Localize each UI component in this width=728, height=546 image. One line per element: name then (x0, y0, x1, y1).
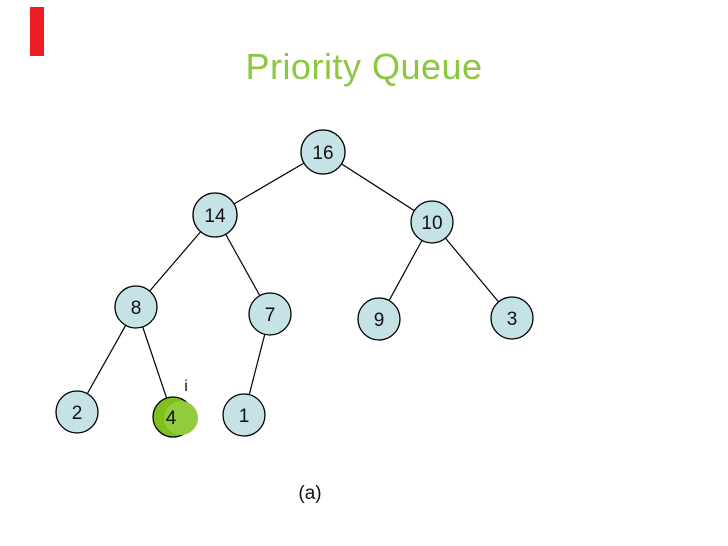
tree-node-3: 3 (490, 296, 534, 340)
tree-node-8: 8 (114, 285, 158, 329)
tree-node-2: 2 (55, 390, 99, 434)
slide-title: Priority Queue (245, 46, 483, 87)
node-value: 1 (239, 406, 250, 427)
node-value: 7 (265, 305, 276, 326)
node-circle (222, 393, 266, 437)
index-pointer-label: i (184, 378, 188, 395)
node-value: 10 (421, 213, 442, 234)
tree-node-7: 7 (248, 292, 292, 336)
node-circle (300, 129, 346, 175)
tree-node-16: 16 (300, 129, 346, 175)
tree-node-4-highlighted: 4 i (152, 378, 198, 438)
node-value: 8 (131, 298, 142, 319)
node-value: 9 (374, 310, 385, 331)
node-value: 3 (507, 309, 518, 330)
node-circle (114, 285, 158, 329)
figure-caption: (a) (298, 483, 322, 504)
node-value: 16 (312, 143, 333, 164)
node-value: 4 (166, 408, 177, 429)
tree-node-14: 14 (192, 192, 238, 238)
node-value: 14 (204, 206, 226, 227)
red-accent-bar (30, 7, 44, 56)
node-circle (490, 296, 534, 340)
node-circle (192, 192, 238, 238)
node-circle (248, 292, 292, 336)
node-circle (357, 297, 401, 341)
node-value: 2 (72, 403, 83, 424)
node-highlight-overlay (164, 401, 198, 435)
tree-node-10: 10 (410, 200, 454, 244)
node-circle (410, 200, 454, 244)
tree-node-9: 9 (357, 297, 401, 341)
node-circle (55, 390, 99, 434)
tree-node-1: 1 (222, 393, 266, 437)
